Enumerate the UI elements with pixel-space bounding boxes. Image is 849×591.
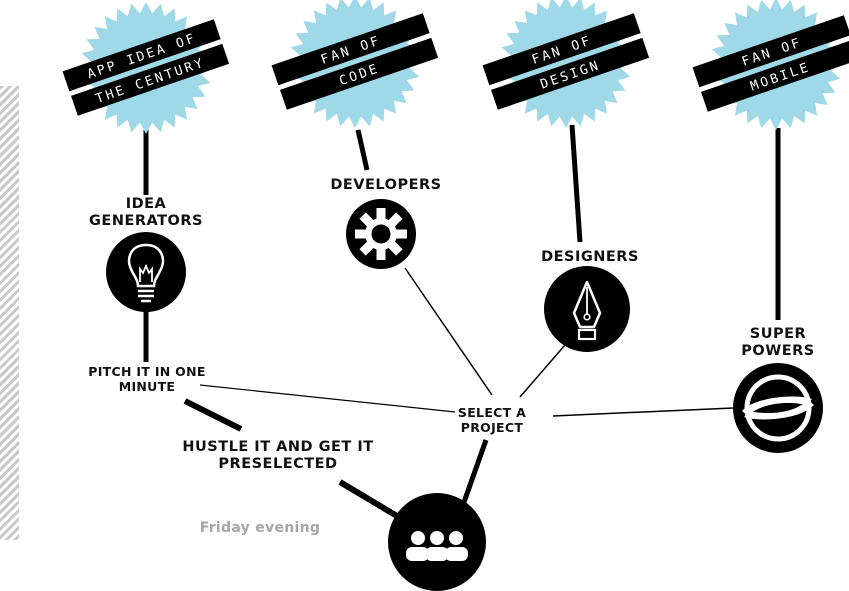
connector-pitch-hustle xyxy=(183,398,243,432)
badge-fan-of-design: FAN OF DESIGN xyxy=(482,0,650,128)
connector-pitch-select xyxy=(199,384,456,413)
connector-select-team xyxy=(460,439,489,506)
gear-icon xyxy=(346,199,416,269)
badge-fan-of-code: FAN OF CODE xyxy=(271,0,439,128)
connector-badge3-designers xyxy=(569,124,583,243)
super-powers-line-1: SUPER xyxy=(749,326,807,342)
gear-tooth xyxy=(395,229,407,239)
role-label-super-powers: SUPER POWERS xyxy=(718,326,838,361)
role-label-designers: DESIGNERS xyxy=(541,249,639,265)
select-line-2: PROJECT xyxy=(460,420,524,435)
connector-developers-select xyxy=(404,267,493,396)
timeline-label: Friday evening xyxy=(199,520,321,536)
step-select-a-project: SELECT A PROJECT xyxy=(442,405,542,435)
connector-select-superpowers xyxy=(552,407,734,417)
super-powers-line-2: POWERS xyxy=(741,343,815,360)
badge-fan-of-mobile: FAN OF MOBILE xyxy=(692,0,849,130)
idea-generators-line-1: IDEA xyxy=(125,196,167,212)
pitch-line-2: MINUTE xyxy=(118,379,176,394)
hustle-line-2: PRESELECTED xyxy=(218,456,338,473)
role-label-idea-generators: IDEA GENERATORS xyxy=(76,196,216,231)
pen-nib-icon xyxy=(544,266,630,352)
select-line-1: SELECT A xyxy=(457,405,527,420)
superpower-logo-icon xyxy=(733,363,823,453)
pitch-line-1: PITCH IT IN ONE xyxy=(88,364,206,379)
gear-tooth xyxy=(376,208,386,220)
role-label-developers: DEVELOPERS xyxy=(330,177,442,193)
step-hustle-it: HUSTLE IT AND GET IT PRESELECTED xyxy=(168,439,388,474)
idea-generators-line-2: GENERATORS xyxy=(89,213,203,230)
hustle-line-1: HUSTLE IT AND GET IT xyxy=(182,439,374,455)
timeline-stripe xyxy=(0,86,19,540)
connectors xyxy=(143,124,781,522)
connector-designers-select xyxy=(519,344,566,398)
group-of-people-icon xyxy=(388,493,486,591)
connector-hustle-team xyxy=(338,479,404,522)
step-pitch-it: PITCH IT IN ONE MINUTE xyxy=(77,364,217,394)
gear-tooth xyxy=(355,229,367,239)
connector-badge2-developers xyxy=(355,129,370,171)
lightbulb-icon xyxy=(106,232,186,312)
badge-app-idea: APP IDEA OF THE CENTURY xyxy=(62,2,230,134)
gear-tooth xyxy=(376,248,386,260)
